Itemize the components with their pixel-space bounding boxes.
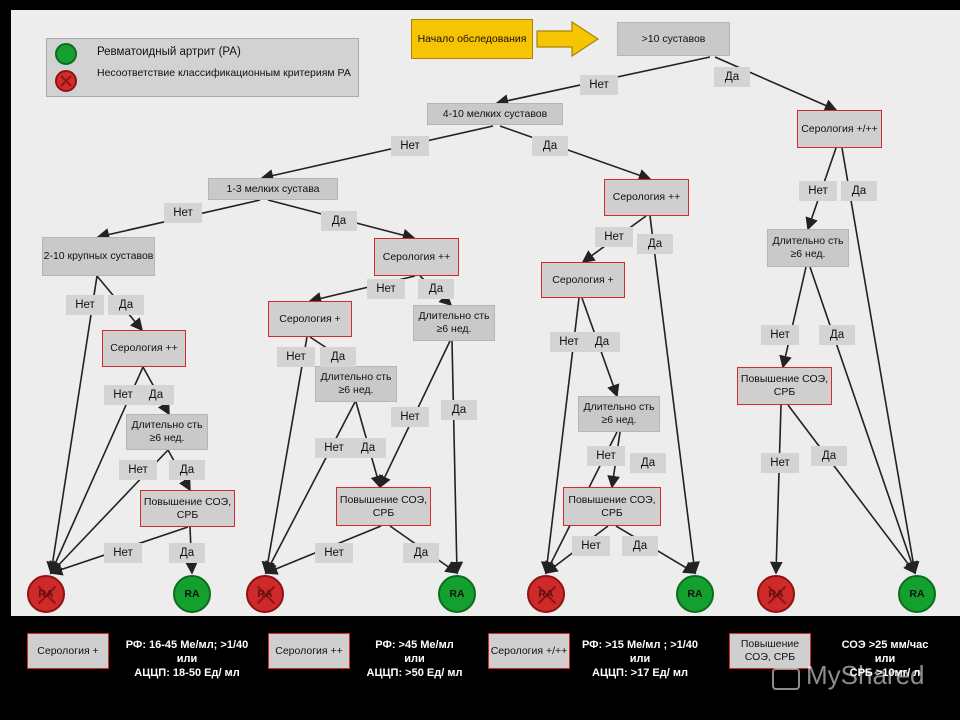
- node-serology-b3[interactable]: Серология ++: [604, 179, 689, 216]
- watermark-logo-icon: [772, 668, 800, 690]
- label-no: Нет: [66, 295, 104, 315]
- node-duration-e[interactable]: Длительно сть ≥6 нед.: [578, 396, 660, 432]
- not-ra-legend-icon: [55, 70, 77, 92]
- label-yes: Да: [622, 536, 658, 556]
- label-yes: Да: [819, 325, 855, 345]
- outcome-not-ra-3: RA: [527, 575, 565, 613]
- label-yes: Да: [418, 279, 454, 299]
- label-yes: Да: [138, 385, 174, 405]
- label-yes: Да: [630, 453, 666, 473]
- outcome-ra-3: RA: [676, 575, 714, 613]
- label-yes: Да: [532, 136, 568, 156]
- outcome-not-ra-2: RA: [246, 575, 284, 613]
- node-duration-b[interactable]: Длительно сть ≥6 нед.: [315, 366, 397, 402]
- node-2-10-large-joints[interactable]: 2-10 крупных суставов: [42, 237, 155, 276]
- label-no: Нет: [315, 438, 353, 458]
- outcome-not-ra-4: RA: [757, 575, 795, 613]
- footer-serology-plusplus-box: Серология ++: [268, 633, 350, 669]
- outcome-not-ra-1: RA: [27, 575, 65, 613]
- label-no: Нет: [580, 75, 618, 95]
- node-serology-mid[interactable]: Серология ++: [374, 238, 459, 276]
- node-serology-c2[interactable]: Серология +: [268, 301, 352, 337]
- label-no: Нет: [572, 536, 610, 556]
- node-esr-crp-a[interactable]: Повышение СОЭ, СРБ: [140, 490, 235, 527]
- footer-serology-plusplus-text: РФ: >45 Ме/мл или АЦЦП: >50 Ед/ мл: [366, 639, 463, 679]
- label-yes: Да: [169, 460, 205, 480]
- outcome-ra-4: RA: [898, 575, 936, 613]
- label-no: Нет: [277, 347, 315, 367]
- node-serology-b1[interactable]: Серология ++: [102, 330, 186, 367]
- ra-legend-icon: [55, 43, 77, 65]
- node-more-than-10-joints[interactable]: >10 суставов: [617, 22, 730, 56]
- label-yes: Да: [584, 332, 620, 352]
- footer-serology-either-text: РФ: >15 Ме/мл ; >1/40 или АЦЦП: >17 Ед/ …: [581, 639, 699, 679]
- node-esr-crp-c[interactable]: Повышение СОЭ, СРБ: [336, 487, 431, 526]
- label-no: Нет: [595, 227, 633, 247]
- node-duration-f[interactable]: Длительно сть ≥6 нед.: [767, 229, 849, 267]
- label-yes: Да: [637, 234, 673, 254]
- label-no: Нет: [104, 543, 142, 563]
- label-yes: Да: [321, 211, 357, 231]
- footer-serology-plus-text: РФ: 16-45 Ме/мл; >1/40 или АЦЦП: 18-50 Е…: [125, 639, 249, 679]
- node-duration-c[interactable]: Длительно сть ≥6 нед.: [413, 305, 495, 341]
- node-serology-e[interactable]: Серология +: [541, 262, 625, 298]
- watermark: MyShared: [806, 660, 925, 690]
- legend-not-ra-label: Несоответствие классификационным критери…: [97, 67, 351, 79]
- label-yes: Да: [320, 347, 356, 367]
- node-4-10-small-joints[interactable]: 4-10 мелких суставов: [427, 103, 563, 125]
- node-esr-crp-e[interactable]: Повышение СОЭ, СРБ: [563, 487, 661, 526]
- start-node[interactable]: Начало обследования: [411, 19, 533, 59]
- label-no: Нет: [315, 543, 353, 563]
- node-1-3-small-joints[interactable]: 1-3 мелких сустава: [208, 178, 338, 200]
- label-no: Нет: [104, 385, 142, 405]
- label-yes: Да: [403, 543, 439, 563]
- footer-esr-crp-text: СОЭ >25 мм/час или СРБ >10мг/ л: [841, 639, 929, 679]
- label-yes: Да: [169, 543, 205, 563]
- legend: Ревматоидный артрит (РА) Несоответствие …: [46, 38, 359, 97]
- footer-serology-plus-box: Серология +: [27, 633, 109, 669]
- label-no: Нет: [761, 325, 799, 345]
- footer-serology-either-box: Серология +/++: [488, 633, 570, 669]
- outcome-ra-2: RA: [438, 575, 476, 613]
- label-no: Нет: [587, 446, 625, 466]
- node-esr-crp-f[interactable]: Повышение СОЭ, СРБ: [737, 367, 832, 405]
- label-no: Нет: [367, 279, 405, 299]
- label-yes: Да: [811, 446, 847, 466]
- outcome-ra-1: RA: [173, 575, 211, 613]
- legend-ra-label: Ревматоидный артрит (РА): [97, 46, 241, 58]
- footer-esr-crp-box: Повышение СОЭ, СРБ: [729, 633, 811, 669]
- label-no: Нет: [761, 453, 799, 473]
- node-duration-a[interactable]: Длительно сть ≥6 нед.: [126, 414, 208, 450]
- label-yes: Да: [350, 438, 386, 458]
- label-no: Нет: [119, 460, 157, 480]
- label-yes: Да: [108, 295, 144, 315]
- label-yes: Да: [714, 67, 750, 87]
- label-no: Нет: [391, 136, 429, 156]
- node-serology-plus-top[interactable]: Серология +/++: [797, 110, 882, 148]
- label-no: Нет: [550, 332, 588, 352]
- label-no: Нет: [799, 181, 837, 201]
- label-no: Нет: [164, 203, 202, 223]
- label-yes: Да: [441, 400, 477, 420]
- label-no: Нет: [391, 407, 429, 427]
- label-yes: Да: [841, 181, 877, 201]
